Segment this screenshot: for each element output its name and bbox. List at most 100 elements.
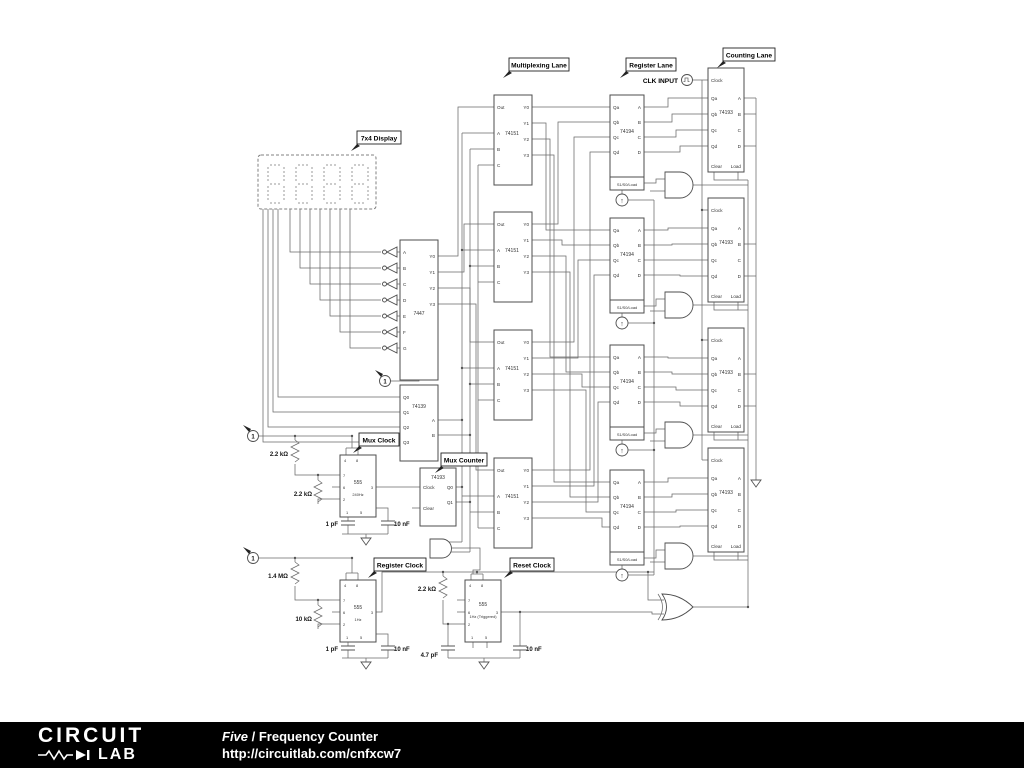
ic-label: 74194 xyxy=(620,129,634,135)
pin-label: Clock xyxy=(711,458,723,463)
capacitor-value: 1 pF xyxy=(326,522,339,528)
pin-label: D xyxy=(638,525,642,530)
pin-label: Y1 xyxy=(523,356,529,361)
pin-label: Q0 xyxy=(403,395,410,400)
pin-label: Q1 xyxy=(403,410,410,415)
ic-74194-register-3: Qa Qb Qc Qd A B C D 74194 S1/S0/Load ↑ xyxy=(609,344,645,457)
pin-label: Qb xyxy=(613,495,620,500)
resistor-value: 2.2 kΩ xyxy=(418,587,436,593)
pin-label: Qa xyxy=(613,480,620,485)
net-flag-label: 1 xyxy=(383,380,387,386)
pin-number: 6 xyxy=(468,610,470,615)
logo-text-circuit: CIRCUIT xyxy=(38,724,145,747)
logo-text-lab: LAB xyxy=(98,746,137,763)
pin-label: Load xyxy=(731,544,742,549)
ic-label: 74139 xyxy=(412,404,426,410)
pin-label: A xyxy=(638,355,642,360)
ic-label: 74193 xyxy=(719,110,733,116)
pin-number: 6 xyxy=(343,610,345,615)
pin-label: Qc xyxy=(711,258,718,263)
pin-number: 4 xyxy=(469,583,472,588)
pin-number: 2 xyxy=(343,622,345,627)
capacitor-value: 10 nF xyxy=(394,522,410,528)
schematic-canvas: A B C D E F G Y0 Y1 Y2 Y3 7447 Q0 Q1 Q2 … xyxy=(243,47,776,670)
pin-label: Y3 xyxy=(429,302,435,307)
pin-label: D xyxy=(738,524,742,529)
pin-label: Qc xyxy=(711,388,718,393)
ic-label: 555 xyxy=(479,602,488,608)
pin-label: Out xyxy=(497,222,505,227)
ic-74139-demux: Q0 Q1 Q2 Q3 A B 74139 xyxy=(399,384,439,462)
pin-label: Y2 xyxy=(523,500,529,505)
ic-74151-mux-2: Out A B C 74151 Y0 Y1 Y2 Y3 xyxy=(493,211,533,303)
pin-label: Qa xyxy=(711,226,718,231)
pin-label: Clear xyxy=(711,544,722,549)
pin-label: Qa xyxy=(711,96,718,101)
inverter-gates xyxy=(382,246,398,354)
pin-label: Y3 xyxy=(523,153,529,158)
pin-label: S1/S0/Load xyxy=(617,305,637,310)
pin-label: A xyxy=(738,356,742,361)
pin-label: Out xyxy=(497,468,505,473)
pin-label: Qb xyxy=(711,372,718,377)
ic-74193-mux-counter: 74193 Clock Clear Q0 Q1 xyxy=(419,467,457,527)
pin-label: C xyxy=(738,508,742,513)
pin-label: B xyxy=(638,243,641,248)
pin-number: 8 xyxy=(481,583,483,588)
pin-label: B xyxy=(432,433,435,438)
clock-edge-icon: ↑ xyxy=(620,321,624,328)
ic-74194-register-4: Qa Qb Qc Qd A B C D 74194 S1/S0/Load ↑ xyxy=(609,469,645,582)
pin-label: C xyxy=(638,135,642,140)
resistor-value: 2.2 kΩ xyxy=(294,492,312,498)
ic-label: 74151 xyxy=(505,248,519,254)
pin-number: 5 xyxy=(360,510,362,515)
ic-label: 74194 xyxy=(620,379,634,385)
pin-label: Qc xyxy=(711,128,718,133)
annotation-flags: 7x4 Display Multiplexing Lane Register L… xyxy=(351,47,776,578)
pin-label: A xyxy=(738,226,742,231)
component-values: 2.2 kΩ 2.2 kΩ 1.4 MΩ 10 kΩ 2.2 kΩ 1 pF 1… xyxy=(268,452,542,659)
circuitlab-logo: CIRCUIT LAB xyxy=(38,724,188,764)
pin-label: C xyxy=(738,258,742,263)
pin-label: Qd xyxy=(613,273,620,278)
pin-label: Clear xyxy=(711,164,722,169)
ic-label: 74151 xyxy=(505,131,519,137)
pin-label: C xyxy=(738,128,742,133)
circuit-name: / Frequency Counter xyxy=(248,729,379,744)
pin-label: Qc xyxy=(711,508,718,513)
pin-label: Qd xyxy=(613,400,620,405)
pin-label: A xyxy=(497,131,501,136)
pin-number: 1 xyxy=(346,635,348,640)
ic-sublabel: 1Hz xyxy=(355,617,362,622)
pin-label: Y1 xyxy=(523,484,529,489)
pin-number: 7 xyxy=(343,598,345,603)
pin-label: B xyxy=(738,492,741,497)
circuit-url[interactable]: http://circuitlab.com/cnfxcw7 xyxy=(222,746,402,761)
capacitor-value: 4.7 pF xyxy=(421,653,439,659)
pin-label: B xyxy=(403,266,406,271)
pin-label: Qb xyxy=(613,120,620,125)
ic-label: 74193 xyxy=(719,240,733,246)
pin-label: S1/S0/Load xyxy=(617,557,637,562)
pin-label: A xyxy=(403,250,407,255)
pin-label: Load xyxy=(731,164,742,169)
pin-label: A xyxy=(738,476,742,481)
pin-label: B xyxy=(497,264,500,269)
pin-label: Clock xyxy=(711,208,723,213)
pin-number: 3 xyxy=(371,485,373,490)
ic-74193-counter-4: Clock Qa Qb Qc Qd A B C D 74193 Clear Lo… xyxy=(707,447,745,553)
pin-label: D xyxy=(738,404,742,409)
ic-74151-mux-1: Out A B C 74151 Y0 Y1 Y2 Y3 xyxy=(493,94,533,186)
pin-label: D xyxy=(403,298,407,303)
pin-label: Qd xyxy=(711,404,718,409)
ic-7447-decoder: A B C D E F G Y0 Y1 Y2 Y3 7447 xyxy=(399,239,439,381)
flag-counting-lane: Counting Lane xyxy=(726,53,772,60)
pin-label: S1/S0/Load xyxy=(617,432,637,437)
flag-mux-clock: Mux Clock xyxy=(363,438,396,445)
pin-label: Qd xyxy=(711,524,718,529)
pin-label: Out xyxy=(497,340,505,345)
pin-number: 2 xyxy=(468,622,470,627)
pin-label: F xyxy=(403,330,406,335)
pin-label: Clear xyxy=(423,506,434,511)
